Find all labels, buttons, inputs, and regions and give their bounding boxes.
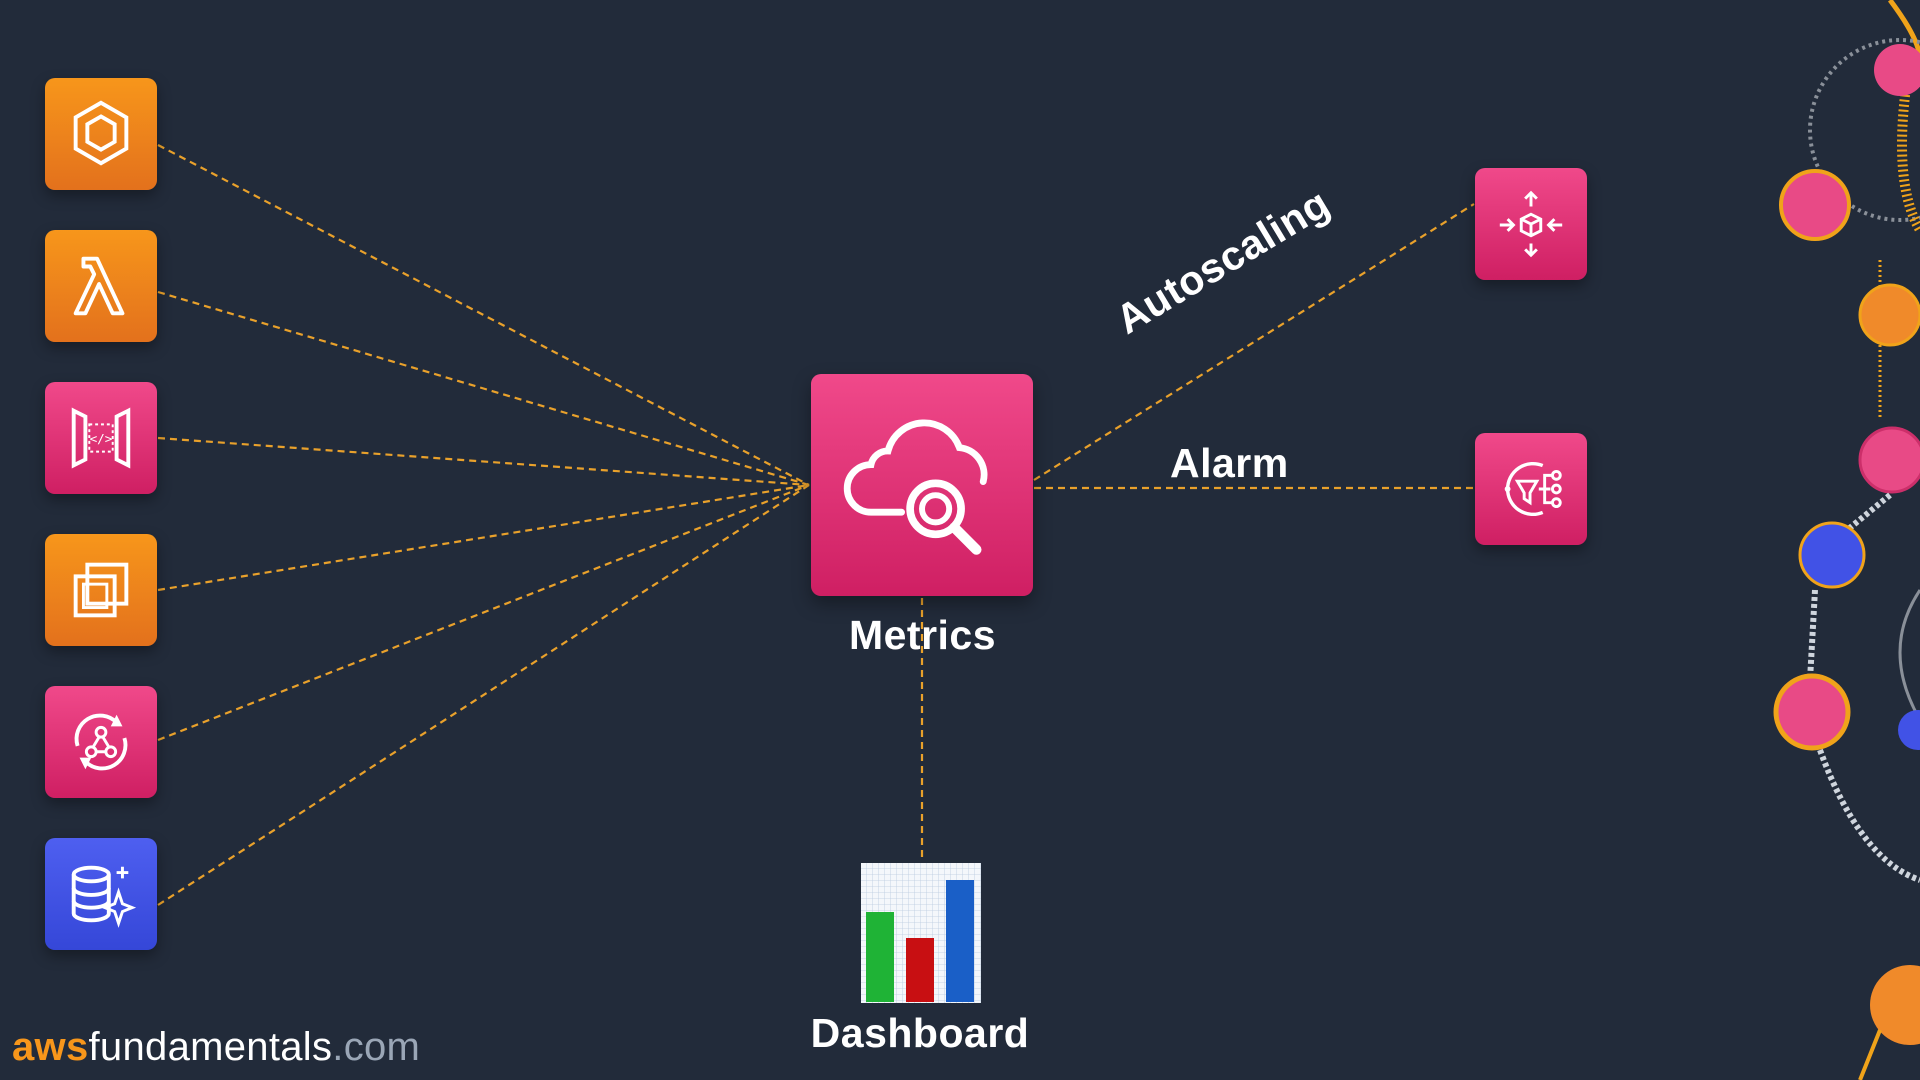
- decorative-service-ring: [1773, 0, 1920, 1080]
- lambda-tile: [45, 230, 157, 342]
- svg-text:</>: </>: [90, 431, 113, 446]
- connector-database: [157, 484, 810, 906]
- connector-lambda: [157, 290, 810, 487]
- container-service-tile: [45, 78, 157, 190]
- step-functions-icon: [74, 713, 128, 771]
- brand-com: .com: [332, 1025, 421, 1069]
- alarm-label: Alarm: [1170, 440, 1289, 486]
- step-functions-tile: [45, 686, 157, 798]
- connector-step-functions: [157, 483, 810, 742]
- database-tile: [45, 838, 157, 950]
- connector-container: [157, 144, 810, 486]
- database-icon: [71, 865, 137, 928]
- bar-chart-icon: [861, 863, 981, 1003]
- cloudwatch-metrics-tile: [811, 374, 1033, 596]
- ec2-icon: [73, 562, 129, 618]
- connector-autoscaling: [1033, 203, 1475, 481]
- dashboard-label: Dashboard: [810, 1010, 1030, 1056]
- api-gateway-tile: </>: [45, 382, 157, 494]
- autoscaling-tile: [1475, 168, 1587, 280]
- connector-ec2: [157, 483, 810, 592]
- brand-aws: aws: [12, 1025, 89, 1069]
- ec2-tile: [45, 534, 157, 646]
- notification-icon: [1504, 462, 1562, 516]
- metrics-label: Metrics: [848, 612, 997, 658]
- brand-fundamentals: fundamentals: [88, 1025, 333, 1069]
- autoscaling-icon: [1499, 190, 1563, 258]
- cloudwatch-icon: [843, 419, 988, 555]
- connector-api-gateway: [157, 436, 810, 487]
- lambda-icon: [73, 256, 125, 316]
- alarm-target-tile: [1475, 433, 1587, 545]
- brand-logo: awsfundamentals.com: [12, 1025, 420, 1070]
- api-gateway-icon: </>: [71, 407, 131, 469]
- container-icon: [73, 100, 129, 166]
